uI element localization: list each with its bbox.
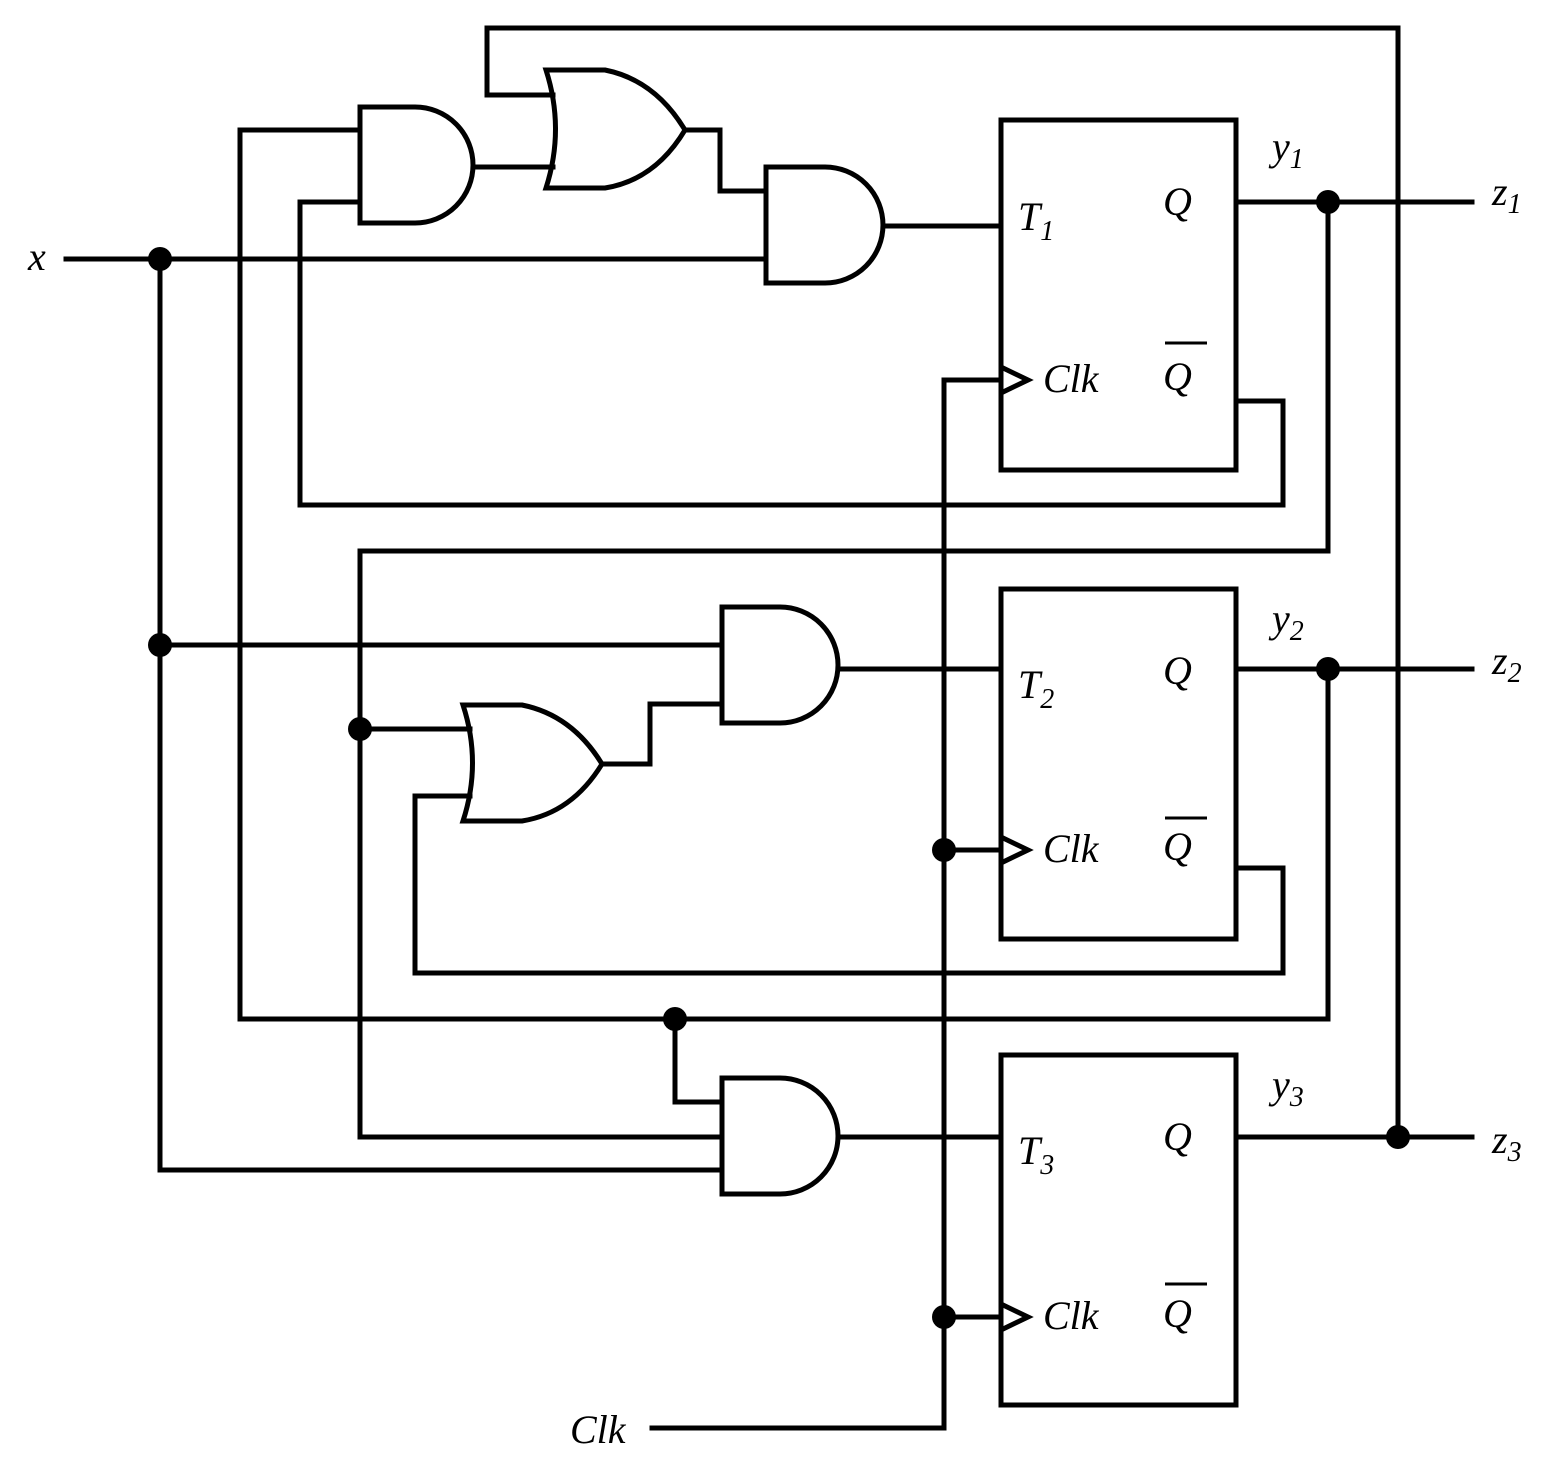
junction-dot	[1316, 190, 1340, 214]
junction-dot	[932, 838, 956, 862]
and-gate-a2	[763, 164, 886, 286]
wire-o2-to-a3	[599, 701, 725, 767]
wire-o1-to-a2	[682, 127, 769, 194]
t-flipflop-1	[998, 117, 1239, 473]
ff1-qbar-label: Q	[1163, 354, 1192, 399]
and-gate-a1	[357, 104, 476, 226]
t-flipflop-2	[998, 586, 1239, 942]
output-z2-label: z2	[1491, 638, 1522, 689]
ff3-qbar-label: Q	[1163, 1291, 1192, 1336]
wire-clk-main	[649, 377, 1004, 1431]
ff2-qbar-label: Q	[1163, 824, 1192, 869]
ff1-t-label: T1	[1018, 194, 1054, 247]
ff1-y-label: y1	[1268, 124, 1304, 175]
wire-y2-to-a4	[672, 1016, 725, 1105]
ff3-y-label: y3	[1268, 1062, 1304, 1113]
ff1-clk-label: Clk	[1043, 356, 1100, 401]
ff3-t-label: T3	[1018, 1128, 1054, 1181]
wire-q1bar-feedback	[297, 199, 1286, 508]
junction-dots	[148, 190, 1410, 1329]
output-z1-label: z1	[1491, 169, 1522, 220]
or-gate-o1	[542, 67, 688, 191]
ff2-clk-label: Clk	[1043, 826, 1100, 871]
wire-y1-feedback	[357, 199, 1331, 1140]
junction-dot	[348, 717, 372, 741]
wires	[63, 25, 1475, 1431]
and-gate-a3	[719, 604, 841, 726]
ff2-q-label: Q	[1163, 648, 1192, 693]
junction-dot	[1316, 657, 1340, 681]
t-flipflop-3	[998, 1052, 1239, 1408]
junction-dot	[1386, 1125, 1410, 1149]
wire-y3-feedback	[484, 25, 1401, 1140]
output-z3-label: z3	[1491, 1117, 1522, 1168]
junction-dot	[148, 247, 172, 271]
ff3-q-label: Q	[1163, 1114, 1192, 1159]
input-clk-label: Clk	[570, 1407, 627, 1452]
junction-dot	[932, 1305, 956, 1329]
ff2-t-label: T2	[1018, 662, 1054, 715]
junction-dot	[663, 1007, 687, 1031]
junction-dot	[148, 633, 172, 657]
wire-q2bar-feedback	[412, 793, 1286, 976]
ff3-clk-label: Clk	[1043, 1293, 1100, 1338]
ff2-y-label: y2	[1268, 596, 1304, 647]
input-x-label: x	[27, 234, 46, 279]
wire-x-vertical	[157, 256, 725, 1173]
wire-y2-feedback	[237, 127, 1331, 1022]
ff1-q-label: Q	[1163, 179, 1192, 224]
or-gate-o2	[459, 702, 605, 824]
and-gate-a4	[719, 1075, 841, 1197]
